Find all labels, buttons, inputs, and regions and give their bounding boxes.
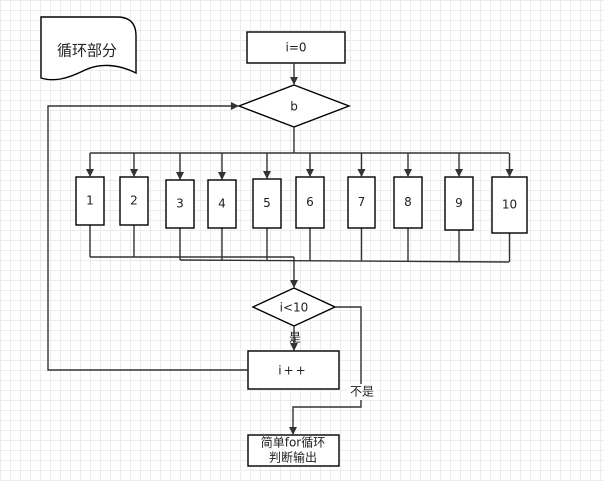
switch-decision[interactable]: b — [237, 84, 351, 128]
start-box[interactable]: i=0 — [246, 31, 346, 64]
case-box-label: 10 — [502, 198, 517, 212]
case-box-2[interactable]: 2 — [119, 176, 149, 226]
document-title-node[interactable]: 循环部分 — [40, 16, 137, 81]
case-box-label: 9 — [455, 196, 463, 210]
end-box-line1: 简单for循环 — [261, 436, 326, 450]
case-box-4[interactable]: 4 — [207, 179, 237, 229]
case-box-label: 7 — [358, 195, 366, 209]
case-box-8[interactable]: 8 — [393, 176, 423, 229]
case-box-label: 8 — [404, 195, 412, 209]
case-box-label: 6 — [306, 195, 314, 209]
start-box-label: i=0 — [285, 41, 306, 55]
no-label: 不是 — [350, 385, 374, 399]
case-box-10[interactable]: 10 — [491, 176, 528, 234]
case-box-3[interactable]: 3 — [165, 179, 195, 229]
switch-decision-label: b — [290, 100, 298, 114]
case-box-1[interactable]: 1 — [75, 176, 105, 226]
yes-label: 是 — [289, 331, 301, 345]
end-box[interactable]: 简单for循环 判断输出 — [247, 434, 340, 467]
case-box-7[interactable]: 7 — [347, 176, 376, 229]
document-title-text: 循环部分 — [57, 42, 117, 60]
increment-box[interactable]: i++ — [247, 350, 340, 390]
end-box-line2: 判断输出 — [269, 450, 317, 465]
case-box-label: 4 — [218, 197, 226, 211]
case-box-6[interactable]: 6 — [295, 176, 325, 229]
edge-no — [289, 306, 362, 435]
loop-condition-label: i<10 — [280, 301, 309, 315]
case-box-9[interactable]: 9 — [444, 176, 474, 231]
increment-box-label: i++ — [278, 364, 307, 378]
case-box-label: 2 — [130, 194, 138, 208]
case-box-label: 3 — [176, 197, 184, 211]
no-label-bg — [347, 384, 377, 400]
case-box-5[interactable]: 5 — [252, 178, 282, 229]
edge-loop-back — [47, 102, 248, 371]
case-box-label: 1 — [86, 194, 94, 208]
merge-bus-right — [179, 259, 510, 263]
case-box-label: 5 — [263, 196, 271, 210]
loop-condition-decision[interactable]: i<10 — [251, 287, 337, 327]
